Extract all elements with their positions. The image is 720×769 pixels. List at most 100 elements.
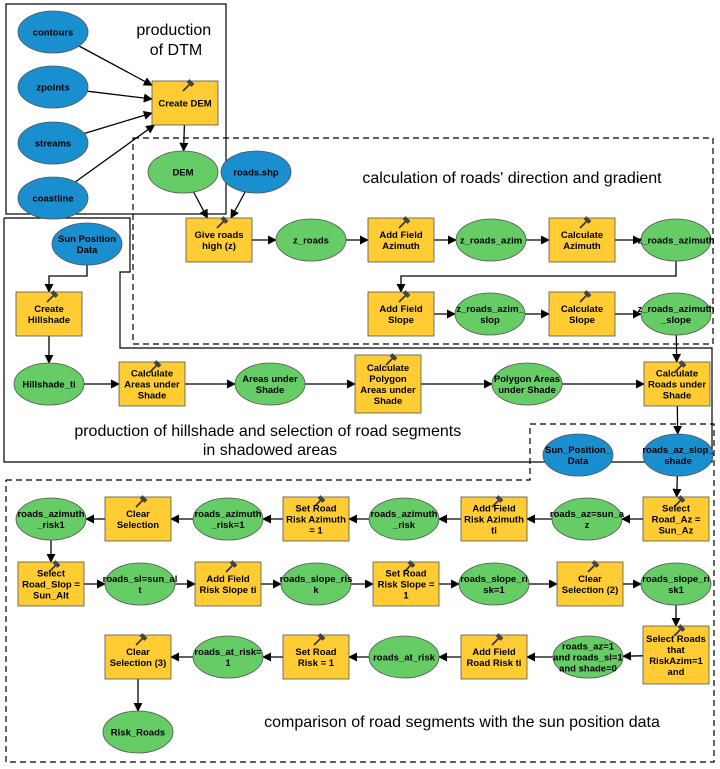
frame-direction (132, 137, 714, 345)
node-label-line: roads_at_risk= (194, 647, 262, 658)
input-ellipse (542, 433, 614, 477)
node-roads-shp: roads.shp (220, 150, 292, 194)
node-label-line: Sun_Position_ (545, 445, 612, 456)
node-label-line: t (138, 585, 142, 596)
node-label-line: roads_azimuth (194, 509, 261, 520)
node-hillshade-ti: Hillshade_ti (13, 362, 85, 406)
node-label-line: Slope (388, 315, 414, 326)
node-label-line: and (668, 667, 685, 678)
node-label-line: roads_az_slop_ (642, 445, 714, 456)
node-label-line: roads_slope_ris (280, 574, 353, 585)
node-coastline: coastline (17, 176, 89, 220)
node-label-line: DEM (172, 168, 193, 179)
node-label: roads_azimuth_risk1 (17, 509, 84, 531)
node-label-line: Add Field (379, 230, 422, 241)
output-ellipse (147, 150, 219, 194)
output-ellipse (234, 362, 306, 406)
node-label-line: z_roads_azim (460, 236, 522, 247)
node-zpoints: zpoints (17, 65, 89, 109)
input-ellipse (642, 433, 714, 477)
caption-dtm: production of DTM (136, 22, 215, 59)
node-label-line: roads_az=sun_a (550, 509, 625, 520)
hammer-icon (674, 360, 687, 373)
node-label-line: Risk Azimuth (464, 515, 524, 526)
node-label-line: roads_slope_ri (642, 574, 710, 585)
hammer-icon (216, 216, 229, 229)
node-label-line: Areas under (124, 380, 180, 391)
node-label-line: contours (33, 28, 74, 39)
node-label-line: shade (664, 456, 691, 467)
node-roads-at-risk: roads_at_risk (368, 635, 440, 679)
hammer-icon (48, 560, 61, 573)
node-label-line: Road_Slop = (22, 580, 80, 591)
output-ellipse (454, 292, 526, 336)
node-label: roads.shp (233, 168, 279, 179)
node-label-line: Add Field (472, 647, 515, 658)
hammer-icon (225, 560, 238, 573)
node-label-line: Add Field (206, 574, 249, 585)
region-captions: production of DTM calculation of roads' … (74, 22, 662, 731)
node-dem: DEM (147, 150, 219, 194)
node-label-line: k (313, 585, 319, 596)
hammer-icon (182, 79, 195, 92)
node-label: Create DEM (158, 99, 211, 110)
node-label-line: Selection (117, 520, 159, 531)
output-ellipse (192, 635, 264, 679)
node-label-line: Areas under (242, 374, 298, 385)
caption-direction: calculation of roads' direction and grad… (362, 170, 662, 187)
node-label-line: roads_azimuth (370, 509, 437, 520)
node-label-line: Risk = 1 (298, 658, 335, 669)
node-label-line: Create (34, 304, 64, 315)
output-ellipse (102, 710, 174, 754)
frame-dtm (5, 3, 227, 215)
node-label: coastline (32, 194, 73, 205)
hammer-icon (46, 290, 59, 303)
node-label-line: _risk1 (36, 520, 65, 531)
node-label-line: that (667, 645, 685, 656)
region-frames (3, 3, 715, 763)
input-ellipse (51, 222, 123, 266)
node-label-line: high (z) (202, 241, 236, 252)
node-label: roads_at_risk (373, 653, 436, 664)
hammer-icon (491, 495, 504, 508)
node-label-line: roads_sl=sun_al (103, 574, 178, 585)
node-label-line: Areas under (360, 385, 416, 396)
node-label: DEM (172, 168, 193, 179)
node-label-line: Risk Slope = (378, 580, 435, 591)
node-label-line: Set Road (295, 647, 336, 658)
node-label-line: Clear (126, 509, 150, 520)
node-label-line: Calculate (367, 363, 409, 374)
node-label-line: Select (37, 569, 66, 580)
node-label-line: roads_at_risk (373, 653, 436, 664)
node-label-line: Shade (256, 385, 285, 396)
node-label: z_roads_azimuth (637, 236, 714, 247)
node-roads-azimuth-risk-1: roads_azimuth_risk=1 (192, 497, 264, 541)
node-label-line: zpoints (36, 83, 69, 94)
caption-comparison: comparison of road segments with the sun… (264, 714, 660, 731)
hammer-icon (135, 633, 148, 646)
input-ellipse (17, 176, 89, 220)
